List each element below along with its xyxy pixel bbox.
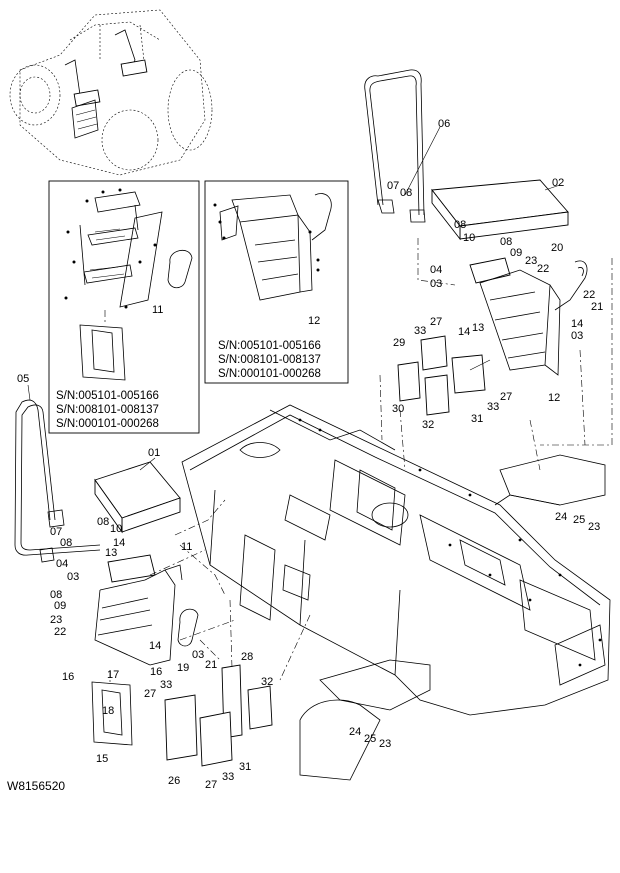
callout-22: 22 bbox=[537, 263, 549, 275]
callout-22: 22 bbox=[583, 289, 595, 301]
callout-14: 14 bbox=[113, 537, 125, 549]
callout-12: 12 bbox=[548, 392, 560, 404]
callout-04: 04 bbox=[56, 558, 68, 570]
left-handrail bbox=[14, 399, 101, 563]
callout-06: 06 bbox=[438, 118, 450, 130]
callout-07: 07 bbox=[387, 180, 399, 192]
panels bbox=[164, 335, 486, 767]
serial-left-2: S/N:008101-008137 bbox=[56, 404, 159, 416]
callout-14: 14 bbox=[458, 326, 470, 338]
callout-16: 16 bbox=[150, 666, 162, 678]
callout-05: 05 bbox=[17, 373, 29, 385]
callout-10: 10 bbox=[110, 523, 122, 535]
callout-14: 14 bbox=[571, 318, 583, 330]
callout-11-inset: 11 bbox=[152, 304, 163, 316]
callout-25: 25 bbox=[573, 514, 585, 526]
callout-29: 29 bbox=[393, 337, 405, 349]
callout-08: 08 bbox=[400, 187, 412, 199]
callout-08: 08 bbox=[454, 219, 466, 231]
callout-14: 14 bbox=[149, 640, 161, 652]
callout-27: 27 bbox=[430, 316, 442, 328]
callout-16: 16 bbox=[62, 671, 74, 683]
callout-21: 21 bbox=[205, 659, 217, 671]
tractor-thumbnail bbox=[9, 9, 213, 176]
callout-12-inset: 12 bbox=[308, 315, 320, 327]
callout-21: 21 bbox=[591, 301, 603, 313]
callout-23: 23 bbox=[50, 614, 62, 626]
callout-08: 08 bbox=[50, 589, 62, 601]
callout-08: 08 bbox=[500, 236, 512, 248]
callout-27: 27 bbox=[144, 688, 156, 700]
callout-33: 33 bbox=[222, 771, 234, 783]
callout-31: 31 bbox=[471, 413, 483, 425]
callout-23: 23 bbox=[588, 521, 600, 533]
callout-07: 07 bbox=[50, 526, 62, 538]
serial-left-3: S/N:000101-000268 bbox=[56, 418, 159, 430]
callout-19: 19 bbox=[177, 662, 189, 674]
serial-right-1: S/N:005101-005166 bbox=[218, 340, 321, 352]
right-step-assembly bbox=[469, 257, 588, 376]
main-frame bbox=[181, 404, 611, 781]
step-plate-right bbox=[431, 179, 569, 241]
serial-right-2: S/N:008101-008137 bbox=[218, 354, 321, 366]
callout-02: 02 bbox=[552, 177, 564, 189]
callout-23: 23 bbox=[379, 738, 391, 750]
callout-03: 03 bbox=[430, 278, 442, 290]
callout-09: 09 bbox=[54, 600, 66, 612]
callout-30: 30 bbox=[392, 403, 404, 415]
callout-26: 26 bbox=[168, 775, 180, 787]
serial-left-1: S/N:005101-005166 bbox=[56, 390, 159, 402]
callout-24: 24 bbox=[555, 511, 567, 523]
serial-right-3: S/N:000101-000268 bbox=[218, 368, 321, 380]
callout-13: 13 bbox=[472, 322, 484, 334]
leader-lines bbox=[27, 126, 613, 685]
callout-labels: 02 06 07 08 08 10 08 09 23 22 20 04 03 2… bbox=[17, 118, 603, 791]
callout-18: 18 bbox=[102, 705, 114, 717]
callout-27: 27 bbox=[500, 391, 512, 403]
callout-32: 32 bbox=[422, 419, 434, 431]
callout-33: 33 bbox=[414, 325, 426, 337]
callout-09: 09 bbox=[510, 247, 522, 259]
callout-33: 33 bbox=[487, 401, 499, 413]
callout-24: 24 bbox=[349, 726, 361, 738]
document-id: W8156520 bbox=[7, 779, 65, 793]
callout-04: 04 bbox=[430, 264, 442, 276]
right-handrail bbox=[364, 69, 426, 223]
callout-08: 08 bbox=[97, 516, 109, 528]
callout-17: 17 bbox=[107, 669, 119, 681]
callout-22: 22 bbox=[54, 626, 66, 638]
callout-32: 32 bbox=[261, 676, 273, 688]
callout-08: 08 bbox=[60, 537, 72, 549]
callout-03: 03 bbox=[67, 571, 79, 583]
callout-01: 01 bbox=[148, 447, 160, 459]
callout-28: 28 bbox=[241, 651, 253, 663]
callout-33: 33 bbox=[160, 679, 172, 691]
left-step-assembly bbox=[91, 554, 199, 746]
callout-27: 27 bbox=[205, 779, 217, 791]
callout-25: 25 bbox=[364, 733, 376, 745]
callout-31: 31 bbox=[239, 761, 251, 773]
callout-15: 15 bbox=[96, 753, 108, 765]
callout-03: 03 bbox=[192, 649, 204, 661]
callout-11: 11 bbox=[181, 541, 192, 553]
callout-03: 03 bbox=[571, 330, 583, 342]
callout-23: 23 bbox=[525, 255, 537, 267]
callout-13: 13 bbox=[105, 547, 117, 559]
callout-20: 20 bbox=[551, 242, 563, 254]
step-plate-left bbox=[94, 461, 181, 534]
callout-10: 10 bbox=[463, 232, 475, 244]
inset-left: 11 S/N:005101-005166 S/N:008101-008137 S… bbox=[48, 180, 200, 434]
inset-right: 12 S/N:005101-005166 S/N:008101-008137 S… bbox=[204, 180, 349, 384]
